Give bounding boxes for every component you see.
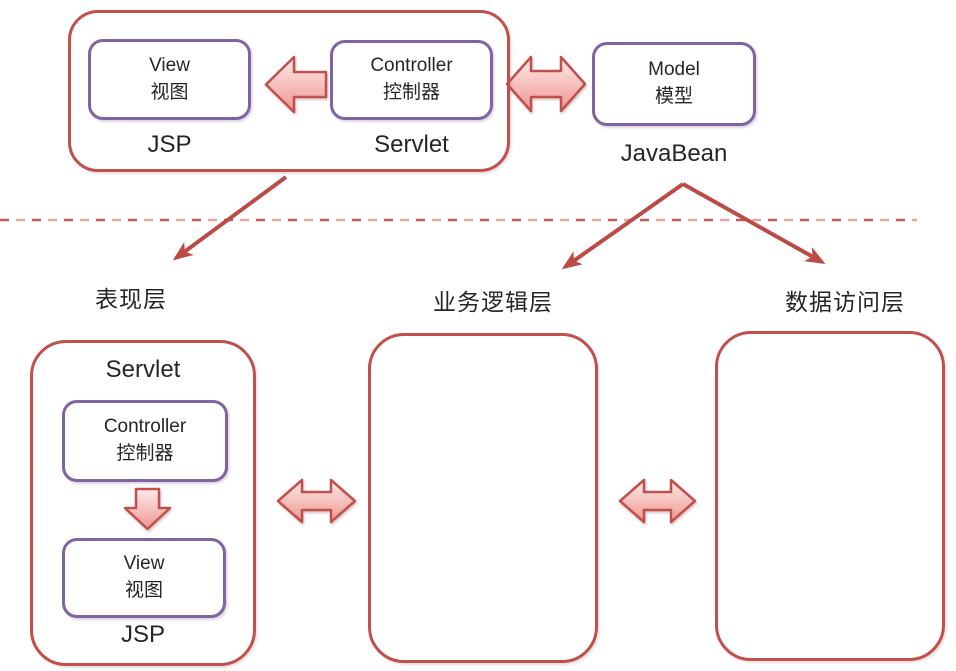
controller-box-bottom-zh: 控制器 (116, 443, 174, 464)
controller-box-top: Controller 控制器 (330, 40, 493, 120)
bottom-right-double-arrow-icon (618, 478, 697, 524)
view-box-bottom-en: View (123, 553, 165, 575)
down-block-arrow-icon (123, 487, 172, 531)
arrow-to-business-layer (561, 182, 685, 270)
mvc-container (68, 10, 510, 172)
business-logic-container (368, 333, 598, 663)
business-logic-layer-label: 业务逻辑层 (433, 289, 553, 315)
controller-box-top-zh: 控制器 (382, 82, 440, 103)
data-access-layer-label: 数据访问层 (785, 289, 905, 315)
arrow-to-data-access-layer (682, 182, 826, 264)
data-access-container (715, 331, 945, 661)
left-block-arrow-icon (264, 55, 328, 114)
controller-box-top-en: Controller (370, 55, 453, 77)
presentation-container (30, 340, 256, 666)
arrow-to-presentation-layer (172, 175, 288, 261)
servlet-label-top: Servlet (374, 131, 449, 158)
presentation-layer-label: 表现层 (95, 286, 167, 312)
model-box-en: Model (648, 59, 700, 81)
controller-box-bottom-en: Controller (103, 416, 187, 438)
view-box-top: View 视图 (88, 39, 251, 120)
jsp-label-top: JSP (147, 131, 192, 158)
view-box-top-zh: 视图 (150, 81, 189, 103)
top-double-arrow-icon (505, 55, 587, 113)
view-box-bottom-zh: 视图 (124, 580, 163, 601)
controller-box-bottom: Controller 控制器 (62, 400, 228, 482)
model-box-zh: 模型 (654, 86, 693, 107)
servlet-label-bottom: Servlet (105, 356, 181, 383)
jsp-label-bottom: JSP (120, 621, 165, 648)
bottom-left-double-arrow-icon (276, 478, 357, 524)
view-box-top-en: View (149, 54, 190, 76)
view-box-bottom: View 视图 (62, 538, 226, 618)
javabean-label: JavaBean (620, 140, 728, 167)
model-box: Model 模型 (592, 42, 756, 126)
